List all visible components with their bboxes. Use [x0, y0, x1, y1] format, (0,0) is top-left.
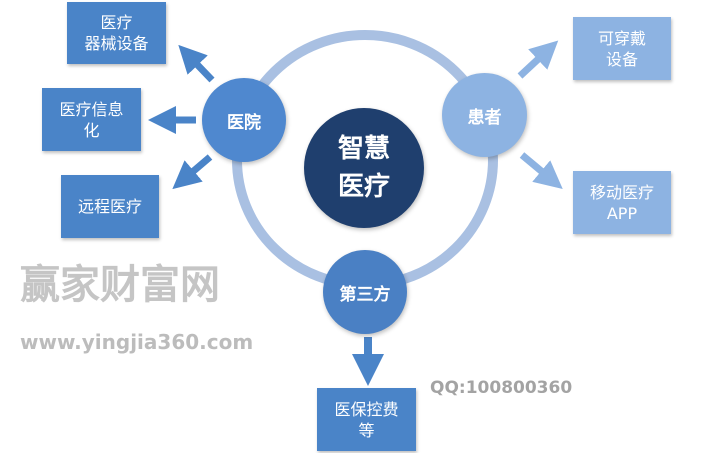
center-label-line1: 智慧 [337, 134, 390, 164]
center-smart-healthcare: 智慧 医疗 [304, 108, 424, 228]
box-mobile-app: 移动医疗 APP [573, 171, 671, 234]
box-insurance-control: 医保控费 等 [317, 388, 416, 451]
box-medical-devices: 医疗 器械设备 [67, 2, 166, 64]
box-wearables: 可穿戴 设备 [573, 17, 671, 80]
box-medical-informatization: 医疗信息 化 [42, 88, 141, 151]
arrow-to-telemedicine [172, 154, 213, 190]
node-third-party: 第三方 [323, 250, 407, 334]
arrow-to-wearables [517, 40, 559, 79]
node-patient: 患者 [442, 73, 527, 157]
box-telemedicine: 远程医疗 [61, 175, 159, 238]
node-hospital: 医院 [202, 78, 286, 162]
arrow-to-mobile-app [519, 152, 563, 189]
arrow-to-devices [178, 44, 215, 83]
center-label-line2: 医疗 [337, 172, 390, 202]
